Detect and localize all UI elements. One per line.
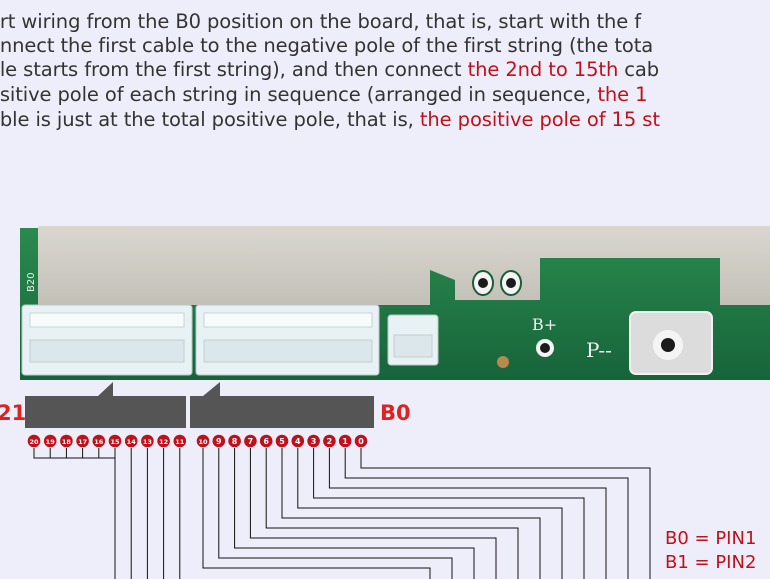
- connector-small: [387, 314, 439, 366]
- pin-label-17: 17: [78, 438, 87, 446]
- pin-14: [124, 434, 138, 448]
- line4-highlight: the 1: [597, 83, 648, 106]
- pin-label-18: 18: [62, 438, 72, 446]
- pin-label-19: 19: [46, 438, 56, 446]
- instruction-line-3: ole starts from the first string), and t…: [0, 58, 659, 81]
- wire-pin-0: [360, 448, 651, 579]
- pin-7: [244, 434, 257, 448]
- connector-10pin: [195, 304, 380, 376]
- heatsink-plate: [38, 226, 770, 305]
- instruction-line-4: ositive pole of each string in sequence …: [0, 83, 648, 106]
- wire-pin-7: [249, 448, 497, 579]
- pin-16: [92, 434, 106, 448]
- pin-9: [212, 434, 226, 448]
- pminus-label: P--: [586, 338, 612, 362]
- wire-pin-3: [313, 448, 585, 579]
- callout-bar-left: [25, 382, 186, 428]
- pin-label-16: 16: [94, 438, 104, 446]
- wire-pin-8: [234, 448, 475, 579]
- pin-3: [307, 434, 320, 448]
- pin-19: [43, 434, 57, 448]
- pin-label-13: 13: [143, 438, 152, 446]
- pin-11: [173, 434, 187, 448]
- connector-11pin: [21, 304, 193, 376]
- label-b0: B0: [380, 401, 411, 425]
- pminus-pad: [629, 311, 713, 375]
- wire-pin-2: [328, 448, 607, 579]
- instruction-line-2: onnect the first cable to the negative p…: [0, 34, 654, 57]
- line4-text: ositive pole of each string in sequence …: [0, 83, 598, 106]
- pin-label-20: 20: [29, 438, 39, 446]
- pin-label-2: 2: [327, 437, 333, 446]
- wire-pin-10: [202, 448, 431, 579]
- pin-8: [228, 434, 241, 448]
- pin-label-3: 3: [311, 437, 317, 446]
- pin-label-6: 6: [263, 437, 269, 446]
- callout-bar-right: [190, 382, 374, 428]
- pin-label-7: 7: [248, 437, 254, 446]
- instruction-line-1: art wiring from the B0 position on the b…: [0, 10, 642, 33]
- pin-20: [27, 434, 41, 448]
- wire-pin-6: [265, 448, 519, 579]
- pin-map-b0: B0 = PIN1: [665, 528, 757, 549]
- bplus-pads: [472, 270, 554, 368]
- pin-map-b1: B1 = PIN2: [665, 552, 757, 573]
- line3-highlight: the 2nd to 15th: [467, 58, 619, 81]
- pin-label-5: 5: [279, 437, 285, 446]
- pin-label-12: 12: [159, 438, 168, 446]
- label-b21: 21: [0, 401, 27, 425]
- pin-4: [291, 434, 305, 448]
- pin-6: [259, 434, 273, 448]
- pin-15: [108, 434, 122, 448]
- pin-label-1: 1: [342, 437, 348, 446]
- pin-13: [141, 434, 154, 448]
- pin-label-9: 9: [216, 437, 222, 446]
- board-model-label: B20: [26, 272, 37, 292]
- wiring-lines: [33, 448, 651, 579]
- pin-12: [157, 434, 170, 448]
- pin-label-0: 0: [358, 437, 364, 446]
- pin-label-8: 8: [232, 437, 238, 446]
- line5-text: able is just at the total positive pole,…: [0, 108, 420, 131]
- pin-label-11: 11: [175, 438, 185, 446]
- pin-label-10: 10: [198, 438, 208, 446]
- bracket-left: [33, 448, 116, 459]
- instruction-line-5: able is just at the total positive pole,…: [0, 108, 660, 131]
- wire-pin-9: [218, 448, 453, 579]
- pin-0: [354, 434, 368, 448]
- pin-10: [196, 434, 210, 448]
- line3-tail: cab: [618, 58, 660, 81]
- wire-pin-5: [281, 448, 541, 579]
- pin-label-14: 14: [127, 438, 137, 446]
- pin-17: [76, 434, 89, 448]
- pin-5: [275, 434, 289, 448]
- line5-highlight: the positive pole of 15 st: [419, 108, 660, 131]
- pin-label-4: 4: [295, 437, 301, 446]
- pin-1: [338, 434, 352, 448]
- pin-2: [323, 434, 336, 448]
- pin-label-15: 15: [110, 438, 120, 446]
- pin-18: [60, 434, 73, 448]
- wire-pin-1: [344, 448, 629, 579]
- wire-pin-4: [297, 448, 563, 579]
- bplus-label: B+: [532, 315, 557, 334]
- line3-text: ole starts from the first string), and t…: [0, 58, 468, 81]
